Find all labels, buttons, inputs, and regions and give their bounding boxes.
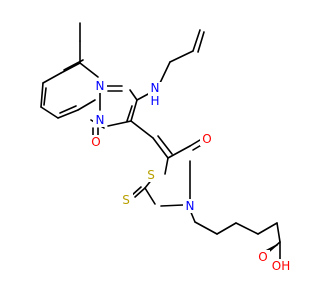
atom-label: N <box>96 79 105 93</box>
atom-o-thiazolidinone: O <box>200 132 214 146</box>
atom-o-pyrimidinone: O <box>89 135 103 149</box>
pyridine-ring <box>40 40 99 119</box>
methylidene-link <box>130 120 173 159</box>
atom-label: S <box>122 193 130 207</box>
atom-n-bridge: N <box>93 113 107 127</box>
structure-canvas: N N N H O S N O S O OH <box>40 22 292 273</box>
atom-oh-acid: OH <box>270 259 292 273</box>
atom-n-thiazolidine: N <box>183 199 197 213</box>
atom-label: S <box>147 168 155 182</box>
atom-s-thione: S <box>119 193 133 207</box>
atom-label: N <box>151 81 160 95</box>
atom-label: O <box>258 250 267 264</box>
atom-label: H <box>150 94 159 108</box>
atom-o-acid-carbonyl: O <box>256 250 270 264</box>
pyrimidinone-ring <box>90 85 138 138</box>
atom-n-pyrimidine: N <box>93 79 107 93</box>
atom-label: O <box>91 135 100 149</box>
molecule-diagram: N N N H O S N O S O OH <box>40 22 292 273</box>
atom-label: OH <box>272 259 290 273</box>
atom-label: N <box>96 113 105 127</box>
atom-nh-amine: N H <box>148 81 162 108</box>
allylamino-group <box>136 29 205 101</box>
atom-label: N <box>186 199 195 213</box>
thiazolidinone-ring <box>130 139 204 207</box>
atom-s-ring: S <box>144 168 158 182</box>
atom-label: O <box>202 132 211 146</box>
